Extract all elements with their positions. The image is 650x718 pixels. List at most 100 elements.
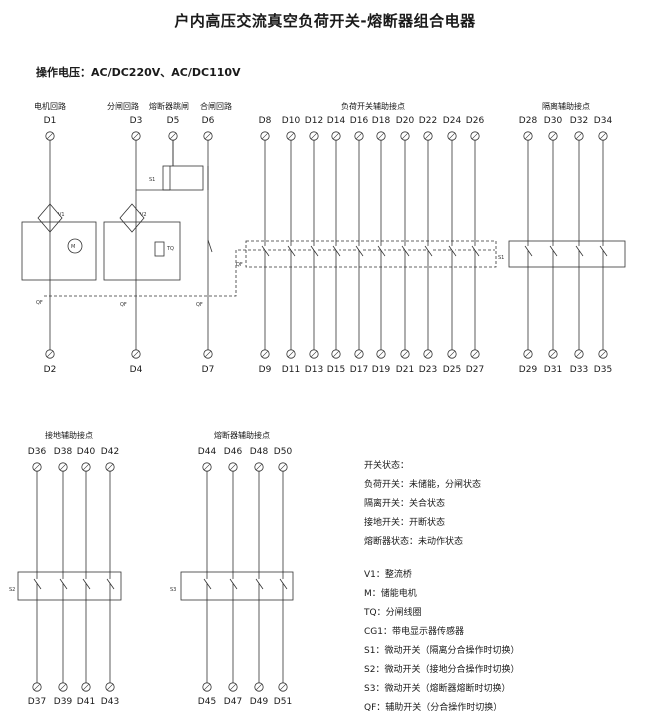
terminal-label-D29: D29 (518, 365, 538, 375)
terminal-label-D16: D16 (349, 116, 369, 126)
contact-iso-2 (575, 245, 584, 257)
terminal-label-D10: D10 (281, 116, 301, 126)
legend-symbol-0: V1：整流桥 (364, 570, 412, 580)
legend-state-1: 隔离开关：关合状态 (364, 499, 446, 509)
terminal-label-D24: D24 (442, 116, 462, 126)
trip-coil-symbol (154, 241, 165, 257)
load-aux-box (245, 240, 497, 268)
contact-earth-2 (82, 578, 91, 590)
terminal-label-D5: D5 (166, 116, 180, 126)
legend-symbol-7: QF：辅助开关（分合操作时切换） (364, 703, 503, 713)
section-label-motor: 电机回路 (34, 102, 66, 111)
s1-label: S1 (149, 177, 156, 183)
terminal-label-D28: D28 (518, 116, 538, 126)
s1-iso-label: S1 (498, 255, 505, 261)
contact-load-2 (310, 245, 319, 257)
s3-label: S3 (170, 587, 177, 593)
contact-earth-1 (59, 578, 68, 590)
contact-load-3 (332, 245, 341, 257)
operating-voltage: 操作电压：AC/DC220V、AC/DC110V (36, 66, 241, 79)
terminal-label-D12: D12 (304, 116, 324, 126)
v1-label: V1 (58, 212, 65, 218)
terminal-label-D1: D1 (43, 116, 57, 126)
diagram-title: 户内高压交流真空负荷开关-熔断器组合电器 (174, 12, 476, 30)
terminal-label-D44: D44 (197, 447, 217, 457)
terminal-label-D48: D48 (249, 447, 269, 457)
contact-iso-1 (549, 245, 558, 257)
terminal-label-D6: D6 (201, 116, 215, 126)
motor-m-label: M (71, 244, 76, 250)
section-label-fuse-trip: 熔断器跳闸 (149, 102, 189, 111)
terminal-label-D15: D15 (326, 365, 346, 375)
terminal-label-D19: D19 (371, 365, 391, 375)
motor-symbol (67, 238, 83, 254)
legend-state-2: 接地开关：开断状态 (364, 518, 446, 528)
motor-circuit-box (21, 221, 97, 281)
s1-switch-box (162, 165, 204, 191)
earth-aux-box (17, 571, 122, 601)
terminal-label-D8: D8 (258, 116, 272, 126)
contact-load-9 (471, 245, 480, 257)
terminal-label-D43: D43 (100, 697, 120, 707)
contact-fuse-0 (203, 578, 212, 590)
terminal-label-D2: D2 (43, 365, 57, 375)
section-label-fuse-aux: 熔断器辅助接点 (214, 431, 270, 440)
terminal-label-D14: D14 (326, 116, 346, 126)
legend-states-title: 开关状态： (364, 461, 410, 471)
legend-state-3: 熔断器状态：未动作状态 (364, 537, 464, 547)
terminal-label-D4: D4 (129, 365, 143, 375)
contact-load-4 (355, 245, 364, 257)
terminal-label-D45: D45 (197, 697, 217, 707)
contact-fuse-1 (229, 578, 238, 590)
legend-state-0: 负荷开关：未储能，分闸状态 (364, 480, 482, 490)
terminal-label-D30: D30 (543, 116, 563, 126)
terminal-label-D23: D23 (418, 365, 438, 375)
section-label-earth-aux: 接地辅助接点 (45, 431, 93, 440)
fuse-aux-box (180, 571, 294, 601)
qf-label-load: QF (236, 262, 243, 268)
terminal-label-D26: D26 (465, 116, 485, 126)
terminal-label-D50: D50 (273, 447, 293, 457)
contact-load-8 (448, 245, 457, 257)
qf-label-open: QF (120, 302, 127, 308)
section-label-close: 合闸回路 (200, 102, 232, 111)
contact-earth-0 (33, 578, 42, 590)
qf-label-motor: QF (36, 300, 43, 306)
legend-symbol-2: TQ：分闸线圈 (364, 608, 422, 618)
terminal-label-D40: D40 (76, 447, 96, 457)
terminal-label-D21: D21 (395, 365, 415, 375)
terminal-label-D49: D49 (249, 697, 269, 707)
terminal-label-D34: D34 (593, 116, 613, 126)
tq-label: TQ (167, 246, 174, 252)
contact-earth-3 (106, 578, 115, 590)
terminal-label-D13: D13 (304, 365, 324, 375)
contact-fuse-2 (255, 578, 264, 590)
terminal-label-D51: D51 (273, 697, 293, 707)
terminal-label-D22: D22 (418, 116, 438, 126)
legend-symbol-3: CG1：带电显示器传感器 (364, 627, 464, 637)
legend-symbol-1: M：储能电机 (364, 589, 417, 599)
contact-iso-0 (524, 245, 533, 257)
contact-fuse-3 (279, 578, 288, 590)
v2-label: V2 (140, 212, 147, 218)
terminal-label-D11: D11 (281, 365, 301, 375)
s2-label: S2 (9, 587, 16, 593)
open-circuit-box (103, 221, 181, 281)
contact-load-5 (377, 245, 386, 257)
terminal-label-D20: D20 (395, 116, 415, 126)
terminal-label-D33: D33 (569, 365, 589, 375)
section-label-load-aux: 负荷开关辅助接点 (341, 102, 405, 111)
terminal-label-D47: D47 (223, 697, 243, 707)
contact-load-0 (261, 245, 270, 257)
terminal-label-D27: D27 (465, 365, 485, 375)
qf-label-close: QF (196, 302, 203, 308)
section-label-open: 分闸回路 (107, 102, 139, 111)
terminal-label-D9: D9 (258, 365, 272, 375)
terminal-label-D36: D36 (27, 447, 47, 457)
legend-block: 开关状态： 负荷开关：未储能，分闸状态 隔离开关：关合状态 接地开关：开断状态 … (364, 457, 519, 718)
legend-symbol-4: S1：微动开关（隔离分合操作时切换） (364, 646, 520, 656)
qf-linkage-dashed (44, 249, 495, 297)
terminal-label-D41: D41 (76, 697, 96, 707)
